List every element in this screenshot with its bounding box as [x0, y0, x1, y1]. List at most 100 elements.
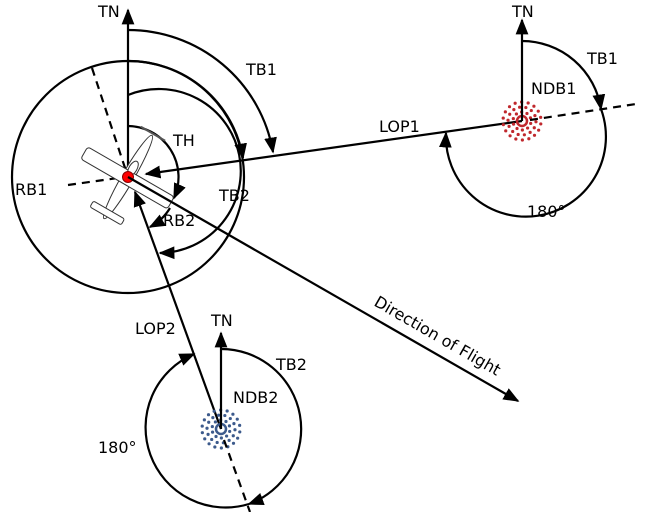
radiation-dot: [526, 101, 530, 105]
lop1-line: [144, 119, 523, 179]
radiation-dot: [520, 138, 524, 142]
rb1-label: RB1: [15, 180, 47, 199]
radiation-dot: [211, 416, 215, 420]
radiation-dot: [215, 440, 219, 445]
radiation-dot: [527, 137, 531, 141]
radiation-dot: [525, 126, 530, 130]
rb2-label: RB2: [163, 211, 195, 230]
radiation-dot: [522, 133, 526, 137]
radiation-dot: [533, 114, 537, 118]
reciprocal-arc-ndb2: [144, 352, 250, 509]
tb1-label-ndb1: TB1: [586, 49, 618, 68]
ndb2-bearing-dashed-line: [222, 439, 252, 512]
radiation-dot: [506, 118, 510, 122]
radiation-dot: [516, 132, 520, 137]
tb2-label-ndb2: TB2: [275, 355, 307, 374]
radiation-dot: [537, 128, 541, 132]
ndb1-bearing-dashed-line: [529, 102, 637, 122]
radiation-dot: [224, 434, 229, 438]
radiation-dot: [508, 112, 512, 116]
ndb2-group: [144, 331, 303, 512]
radiation-dot: [511, 129, 515, 134]
radiation-dot: [225, 409, 229, 413]
radiation-dot: [231, 412, 235, 416]
radiation-dot: [210, 424, 214, 429]
tb1-arc-aircraft: [127, 28, 277, 154]
tb2-arc-ndb2: [220, 347, 303, 506]
tn-label-ndb2: TN: [210, 311, 233, 330]
radiation-dot: [514, 112, 519, 116]
180-label-ndb1: 180°: [527, 202, 566, 221]
reciprocal-arc-ndb1: [438, 108, 608, 218]
radiation-dot: [512, 108, 516, 112]
radiation-dot: [231, 441, 236, 445]
radiation-dot: [511, 122, 516, 126]
radiation-dot: [539, 122, 543, 126]
tb2-label-aircraft: TB2: [218, 186, 250, 205]
radiation-dot: [212, 409, 216, 413]
tb1-inner-arc-aircraft: [127, 59, 247, 160]
radiation-dot: [232, 422, 236, 426]
radiation-dot: [214, 434, 218, 439]
lop2-label: LOP2: [135, 319, 176, 338]
radiation-dot: [524, 105, 528, 110]
radiation-dot: [200, 424, 204, 428]
aircraft-lateral-dashed-line: [67, 176, 119, 187]
radiation-dot: [228, 416, 232, 421]
radiation-dot: [213, 420, 218, 424]
radiation-dot: [511, 116, 515, 121]
radiation-dot: [206, 413, 211, 417]
tn-label-ndb1: TN: [511, 2, 534, 21]
direction-of-flight-label: Direction of Flight: [371, 292, 504, 380]
radiation-dot: [532, 133, 537, 137]
radiation-dot: [508, 134, 512, 138]
radiation-dot: [504, 129, 508, 133]
radiation-dot: [224, 419, 228, 424]
radiation-dot: [529, 121, 533, 126]
radiation-dot: [529, 108, 533, 113]
radiation-dot: [205, 426, 209, 430]
radiation-dot: [236, 436, 240, 440]
ndb1-group: [438, 18, 637, 218]
radiation-dot: [202, 418, 206, 422]
radiation-dot: [210, 430, 215, 434]
radiation-dot: [532, 126, 536, 130]
th-label: TH: [172, 131, 195, 150]
radiation-dot: [501, 123, 505, 127]
tb1-arc-ndb1: [521, 39, 606, 111]
radiation-dot: [518, 105, 522, 109]
ndb2-radiation-dots: [200, 408, 242, 450]
ndb1-label: NDB1: [531, 79, 576, 98]
radiation-dot: [219, 446, 223, 450]
radiation-dot: [534, 120, 538, 124]
radiation-dot: [217, 413, 221, 417]
radiation-dot: [501, 116, 505, 120]
180-label-ndb2: 180°: [98, 438, 137, 457]
radiation-dot: [536, 109, 540, 113]
lop2-line: [133, 190, 223, 430]
radiation-dot: [227, 424, 232, 428]
tb2-arc-aircraft: [127, 87, 242, 260]
tb1-label-aircraft: TB1: [245, 60, 277, 79]
radiation-dot: [238, 430, 242, 434]
rb2-arc: [148, 207, 171, 228]
aircraft-group: [10, 8, 277, 295]
radiation-dot: [213, 445, 217, 449]
direction-of-flight-arrow: [127, 176, 520, 402]
radiation-dot: [235, 417, 239, 421]
radiation-dot: [231, 434, 235, 438]
lop1-label: LOP1: [379, 117, 420, 136]
radiation-dot: [507, 124, 511, 128]
radiation-dot: [228, 429, 232, 434]
radiation-dot: [528, 130, 532, 134]
radiation-dot: [207, 442, 211, 446]
radiation-dot: [514, 137, 518, 141]
radiation-dot: [515, 126, 519, 131]
radiation-dot: [207, 420, 211, 424]
radiation-dot: [539, 115, 543, 119]
radiation-dot: [507, 105, 512, 109]
radiation-dot: [525, 111, 529, 116]
ndb2-label: NDB2: [233, 388, 278, 407]
radiation-dot: [206, 432, 210, 436]
radiation-dot: [227, 438, 231, 442]
